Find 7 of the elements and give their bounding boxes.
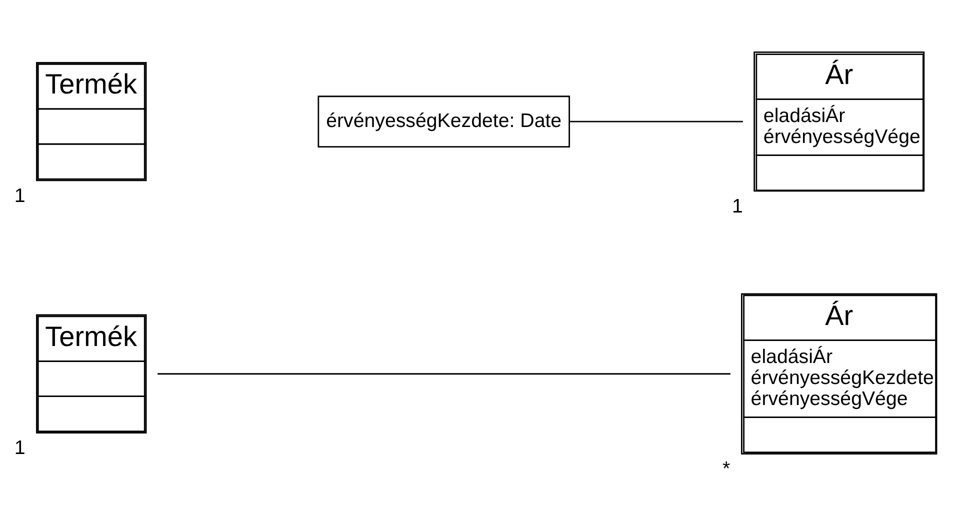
- node-label: *: [722, 458, 730, 480]
- node-box: érvényességKezdete: Date: [318, 96, 570, 148]
- node-label: 1: [14, 184, 26, 207]
- connector: [569, 120, 743, 122]
- connector: [158, 373, 730, 375]
- node-label: 1: [14, 437, 26, 460]
- node-label: 1: [732, 195, 743, 218]
